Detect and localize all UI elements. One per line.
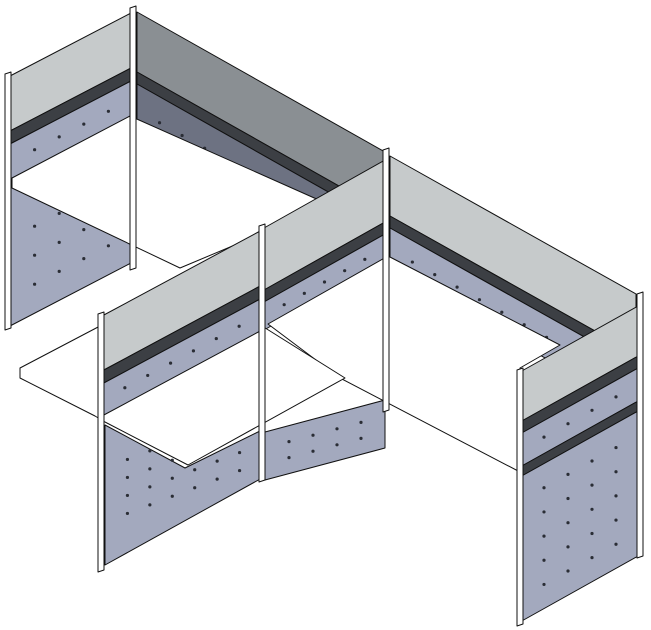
middle-divider-panel-hole <box>343 269 347 273</box>
back-panel-left-hole <box>180 133 184 138</box>
right-end-panel-hole <box>614 445 618 450</box>
right-end-panel-hole <box>590 459 594 463</box>
center-post <box>382 147 390 413</box>
right-end-panel-hole <box>590 483 594 487</box>
right-end-panel-hole <box>542 435 546 439</box>
right-end-panel-hole <box>590 507 594 511</box>
front-left-panel-hole <box>191 349 196 353</box>
front-left-post <box>97 311 105 573</box>
back-panel-right-hole <box>477 298 482 302</box>
right-end-panel-hole <box>614 470 618 474</box>
middle-divider-panel-hole <box>322 280 327 284</box>
left-end-panel-hole <box>82 257 86 261</box>
right-end-panel-hole <box>566 496 570 501</box>
middle-lower-panel-hole <box>359 420 363 424</box>
front-lower-panel-hole <box>125 457 130 462</box>
right-end-panel-hole <box>590 531 594 536</box>
right-end-panel-hole <box>542 510 546 514</box>
right-end-panel-hole <box>614 395 618 399</box>
front-left-panel-hole <box>214 336 218 341</box>
right-end-panel-hole <box>590 556 594 560</box>
front-lower-panel-hole <box>148 467 152 471</box>
left-end-panel-hole <box>57 269 61 273</box>
right-end-panel-hole <box>614 494 618 498</box>
front-lower-panel-hole <box>215 459 219 463</box>
front-lower-panel-hole <box>170 476 174 480</box>
right-end-panel-hole <box>566 521 570 525</box>
left-end-panel-hole <box>57 240 61 244</box>
left-end-panel-hole <box>33 282 37 286</box>
back-panel-right-hole <box>433 272 437 277</box>
front-lower-panel-hole <box>170 458 174 462</box>
front-lower-panel-hole <box>193 468 197 472</box>
right-end-panel-hole <box>614 518 618 522</box>
front-lower-panel-hole <box>193 486 197 490</box>
back-panel-left-hole <box>157 121 162 125</box>
right-end-panel-hole <box>566 422 570 426</box>
middle-lower-panel-hole <box>287 440 291 444</box>
left-end-panel-hole <box>33 224 37 228</box>
left-end-panel-hole <box>33 148 37 152</box>
front-lower-panel-hole <box>125 475 130 480</box>
middle-lower-panel-hole <box>311 449 315 453</box>
left-end-panel-hole <box>57 211 61 215</box>
left-end-panel-hole <box>106 109 110 113</box>
front-lower-panel-hole <box>148 503 152 507</box>
back-panel-right-hole <box>455 285 459 289</box>
middle-lower-panel-hole <box>335 443 339 447</box>
left-end-post <box>4 71 12 331</box>
front-lower-panel-hole <box>170 494 174 498</box>
front-lower-panel-hole <box>148 449 152 453</box>
left-end-panel-hole <box>57 135 61 139</box>
left-end-panel-hole <box>82 122 86 126</box>
right-end-panel-hole <box>542 486 546 490</box>
front-lower-panel-hole <box>148 485 152 489</box>
middle-lower-panel-hole <box>335 427 339 431</box>
front-lower-panel-hole <box>215 477 219 481</box>
front-lower-panel-hole <box>237 450 242 455</box>
right-end-panel-hole <box>590 408 594 412</box>
front-left-panel-hole <box>146 373 150 378</box>
middle-divider-panel-hole <box>363 257 367 261</box>
middle-divider-panel-hole <box>302 291 306 295</box>
front-middle-post <box>258 223 266 483</box>
right-end-panel-hole <box>566 472 570 476</box>
front-left-panel-hole <box>237 324 241 328</box>
left-end-panel-hole <box>82 228 86 232</box>
left-end-panel-hole <box>106 244 110 248</box>
back-corner-post <box>129 5 137 271</box>
back-panel-right-hole <box>500 310 504 314</box>
front-lower-panel-hole <box>125 511 130 516</box>
right-end-panel-hole <box>566 569 570 573</box>
right-end-panel-hole <box>542 534 546 538</box>
front-lower-panel-hole <box>125 493 130 498</box>
right-end-panel-hole <box>566 545 570 549</box>
right-end-panel-hole <box>542 582 546 587</box>
left-end-panel-hole <box>33 253 37 257</box>
right-front-post <box>516 367 524 627</box>
middle-lower-panel-hole <box>359 436 363 440</box>
back-panel-right-hole <box>410 260 414 264</box>
right-end-panel-hole <box>614 542 618 546</box>
right-back-post <box>636 291 644 559</box>
front-lower-panel-hole <box>237 468 242 473</box>
middle-divider-panel-hole <box>282 303 286 307</box>
right-end-panel-hole <box>542 558 546 562</box>
front-left-panel-hole <box>168 361 173 365</box>
middle-lower-panel-hole <box>287 456 291 460</box>
front-left-panel-hole <box>123 386 127 390</box>
middle-lower-panel-hole <box>311 433 315 437</box>
